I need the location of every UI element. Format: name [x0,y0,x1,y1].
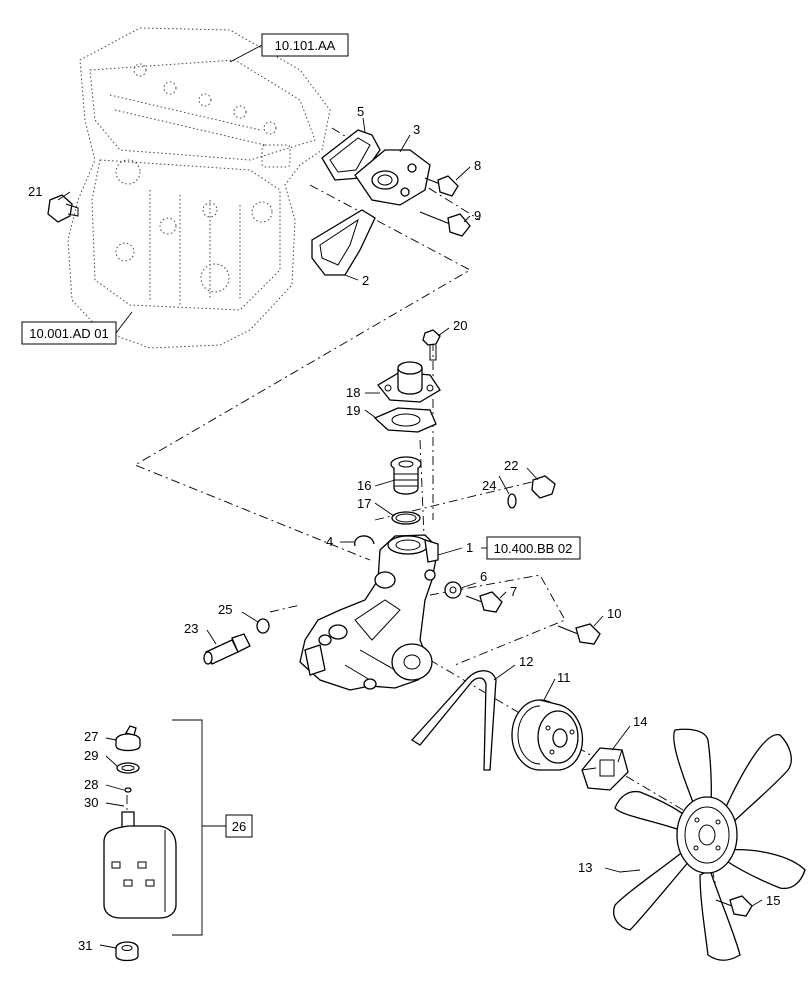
callout-19: 19 [346,403,360,418]
callout-13: 13 [578,860,592,875]
bolt-10 [557,623,601,645]
callout-8: 8 [474,158,481,173]
callout-16: 16 [357,478,371,493]
ref-coolant-pump-label: 10.400.BB 02 [494,541,573,556]
gasket-19 [373,407,437,433]
coolant-pump-1 [299,534,439,691]
reservoir-icon [103,811,177,919]
callout-26: 26 [232,819,246,834]
callout-1: 1 [466,540,473,555]
callout-4: 4 [326,534,333,549]
outlet-housing-3 [354,149,431,206]
ref-engine-head[interactable]: 10.101.AA [261,33,349,57]
callout-6: 6 [480,569,487,584]
fan-icon [613,728,806,961]
engine-outline-icon [67,27,331,349]
callout-12: 12 [519,654,533,669]
spacer-14 [581,747,629,791]
bolt-8 [424,175,459,197]
gasket-2 [311,209,376,276]
callout-2: 2 [362,273,369,288]
belt-12 [410,670,497,771]
ring-31 [115,941,139,962]
callout-5: 5 [357,104,364,119]
callout-3: 3 [413,122,420,137]
bolt-15 [715,895,753,917]
ref-engine-head-label: 10.101.AA [275,38,336,53]
thermostat-cover-18 [377,361,441,403]
callout-21: 21 [28,184,42,199]
temperature-sensor-23 [203,633,251,665]
callout-17: 17 [357,496,371,511]
pulley-icon [511,699,583,771]
ref-engine-block[interactable]: 10.001.AD 01 [21,321,117,345]
ring-4 [354,535,375,547]
bolt-9 [419,211,471,237]
plug-21 [47,194,79,223]
callout-27: 27 [84,729,98,744]
callout-9: 9 [474,208,481,223]
callout-22: 22 [504,458,518,473]
seal-29 [116,762,140,774]
callout-24: 24 [482,478,496,493]
callout-11: 11 [557,670,571,685]
ring-24 [507,493,517,509]
callout-31: 31 [78,938,92,953]
callout-23: 23 [184,621,198,636]
ref-coolant-pump[interactable]: 10.400.BB 02 [486,536,581,560]
ring-28 [124,787,132,793]
callout-18: 18 [346,385,360,400]
cap-27 [115,725,141,752]
callout-14: 14 [633,714,647,729]
bolt-20 [422,329,441,361]
washer-6 [444,581,462,599]
ref-engine-block-label: 10.001.AD 01 [29,326,109,341]
callout-28: 28 [84,777,98,792]
callout-20: 20 [453,318,467,333]
callout-15: 15 [766,893,780,908]
bolt-7 [465,591,503,613]
callout-29: 29 [84,748,98,763]
reservoir-group-26[interactable]: 26 [225,814,253,838]
callout-25: 25 [218,602,232,617]
callout-7: 7 [510,584,517,599]
callout-10: 10 [607,606,621,621]
callout-30: 30 [84,795,98,810]
bolt-22 [531,475,556,499]
washer-25 [256,618,270,634]
thermostat-16 [390,456,422,495]
